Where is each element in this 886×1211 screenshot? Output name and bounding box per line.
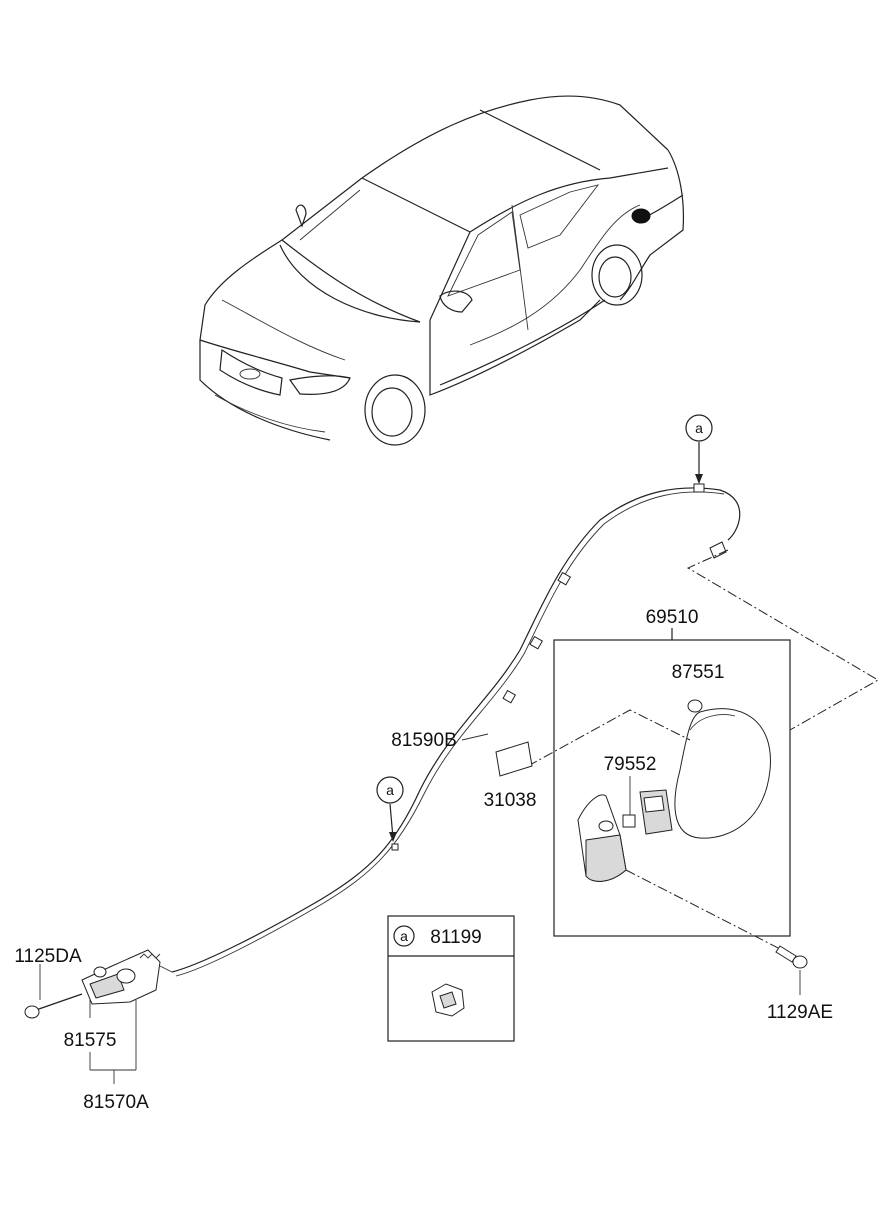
clip-81199-box: a 81199 <box>387 915 515 1042</box>
label-1125da: 1125DA <box>14 946 82 967</box>
car-illustration <box>199 95 684 446</box>
part-31038: 31038 <box>484 741 537 811</box>
ref-callout-a-mid: a <box>376 776 404 842</box>
label-81575: 81575 <box>64 1030 117 1051</box>
ref-callout-a-top: a <box>685 414 713 484</box>
label-81199: 81199 <box>430 927 481 948</box>
label-79552: 79552 <box>604 754 657 775</box>
latch-assembly: 1125DA 81575 81570A <box>14 946 173 1113</box>
ref-a-mid-label: a <box>386 782 394 798</box>
ref-a-box-label: a <box>400 928 408 944</box>
label-31038: 31038 <box>484 790 537 811</box>
ref-a-top-label: a <box>695 420 703 436</box>
label-81590b: 81590B <box>391 730 457 751</box>
label-87551: 87551 <box>672 662 725 683</box>
fuel-filler-door-box: 69510 87551 79552 <box>553 607 791 937</box>
part-81590b: 81590B <box>391 730 489 751</box>
leader-lines <box>527 549 879 953</box>
label-1129ae: 1129AE <box>767 1002 833 1023</box>
label-81570a: 81570A <box>83 1092 149 1113</box>
part-1129ae: 1129AE <box>767 945 833 1023</box>
release-cable <box>171 483 741 977</box>
label-69510: 69510 <box>646 607 699 628</box>
